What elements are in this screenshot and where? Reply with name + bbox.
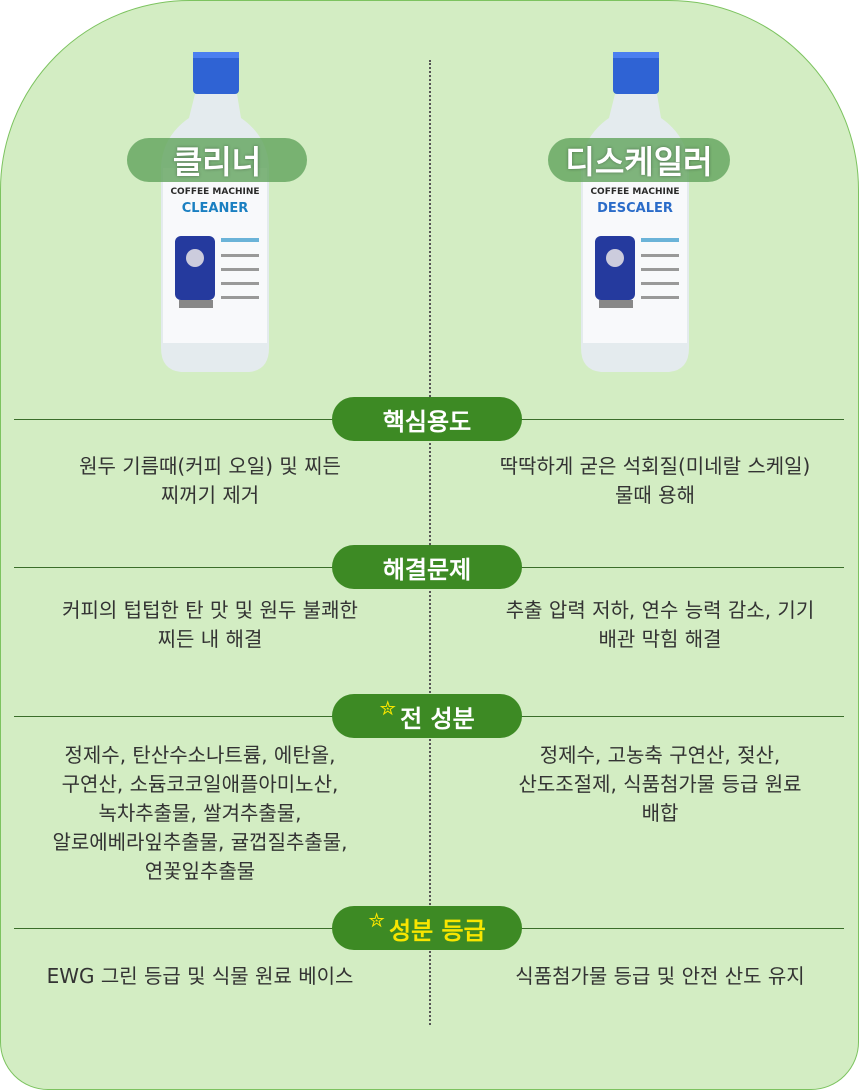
section-title-problem-solved: 해결문제 bbox=[332, 545, 522, 589]
cleaner-core-use: 원두 기름때(커피 오일) 및 찌든 찌꺼기 제거 bbox=[20, 452, 400, 510]
descaler-badge: 디스케일러 bbox=[548, 138, 730, 182]
section-title-text: 전 성분 bbox=[400, 704, 475, 733]
cleaner-ingredient-grade: EWG 그린 등급 및 식물 원료 베이스 bbox=[10, 962, 390, 991]
descaler-problem-solved: 추출 압력 저하, 연수 능력 감소, 기기 배관 막힘 해결 bbox=[460, 596, 859, 654]
descaler-brand-text: COFFEE MACHINE bbox=[590, 187, 679, 197]
cleaner-bottle-image: COFFEE MACHINE CLEANER bbox=[161, 52, 269, 372]
text-line: 추출 압력 저하, 연수 능력 감소, 기기 bbox=[505, 598, 815, 622]
section-title-ingredients: ✮ 전 성분 bbox=[332, 694, 522, 738]
descaler-ingredients: 정제수, 고농축 구연산, 젖산, 산도조절제, 식품첨가물 등급 원료 배합 bbox=[460, 741, 859, 828]
text-line: 정제수, 고농축 구연산, 젖산, bbox=[539, 743, 781, 767]
descaler-ingredient-grade: 식품첨가물 등급 및 안전 산도 유지 bbox=[460, 962, 859, 991]
text-line: 알로에베라잎추출물, 귤껍질추출물, bbox=[52, 830, 348, 854]
text-line: 연꽃잎추출물 bbox=[144, 859, 256, 883]
section-title-ingredient-grade: ✮ 성분 등급 bbox=[332, 906, 522, 950]
text-line: 물때 용해 bbox=[615, 483, 695, 507]
text-line: 딱딱하게 굳은 석회질(미네랄 스케일) bbox=[499, 454, 811, 478]
cleaner-problem-solved: 커피의 텁텁한 탄 맛 및 원두 불쾌한 찌든 내 해결 bbox=[10, 596, 410, 654]
text-line: 커피의 텁텁한 탄 맛 및 원두 불쾌한 bbox=[62, 598, 358, 622]
text-line: 산도조절제, 식품첨가물 등급 원료 bbox=[518, 772, 802, 796]
text-line: 식품첨가물 등급 및 안전 산도 유지 bbox=[515, 964, 805, 988]
section-title-core-use: 핵심용도 bbox=[332, 397, 522, 441]
star-icon: ✮ bbox=[368, 908, 386, 932]
section-title-text: 성분 등급 bbox=[389, 916, 486, 945]
text-line: 정제수, 탄산수소나트륨, 에탄올, bbox=[64, 743, 336, 767]
text-line: 배관 막힘 해결 bbox=[598, 627, 722, 651]
star-icon: ✮ bbox=[379, 696, 397, 720]
section-title-text: 해결문제 bbox=[382, 555, 472, 584]
text-line: 배합 bbox=[641, 801, 679, 825]
cleaner-ingredients: 정제수, 탄산수소나트륨, 에탄올, 구연산, 소듐코코일애플아미노산, 녹차추… bbox=[10, 741, 390, 886]
text-line: 찌든 내 해결 bbox=[157, 627, 263, 651]
cleaner-brand-text: COFFEE MACHINE bbox=[170, 187, 259, 197]
text-line: 녹차추출물, 쌀겨추출물, bbox=[98, 801, 302, 825]
cleaner-name-text: CLEANER bbox=[182, 201, 249, 216]
text-line: 원두 기름때(커피 오일) 및 찌든 bbox=[79, 454, 341, 478]
descaler-bottle-image: COFFEE MACHINE DESCALER bbox=[581, 52, 689, 372]
cleaner-badge: 클리너 bbox=[127, 138, 307, 182]
center-divider bbox=[429, 60, 431, 1025]
text-line: EWG 그린 등급 및 식물 원료 베이스 bbox=[46, 964, 354, 988]
text-line: 찌꺼기 제거 bbox=[160, 483, 260, 507]
descaler-core-use: 딱딱하게 굳은 석회질(미네랄 스케일) 물때 용해 bbox=[460, 452, 850, 510]
descaler-name-text: DESCALER bbox=[597, 201, 673, 216]
text-line: 구연산, 소듐코코일애플아미노산, bbox=[61, 772, 339, 796]
section-title-text: 핵심용도 bbox=[382, 407, 472, 436]
